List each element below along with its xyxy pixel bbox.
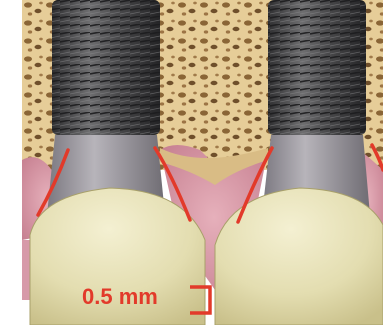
implant-right (262, 0, 370, 215)
implant-left (47, 0, 165, 215)
crown-right (215, 188, 383, 325)
measurement-label: 0.5 mm (82, 284, 158, 309)
